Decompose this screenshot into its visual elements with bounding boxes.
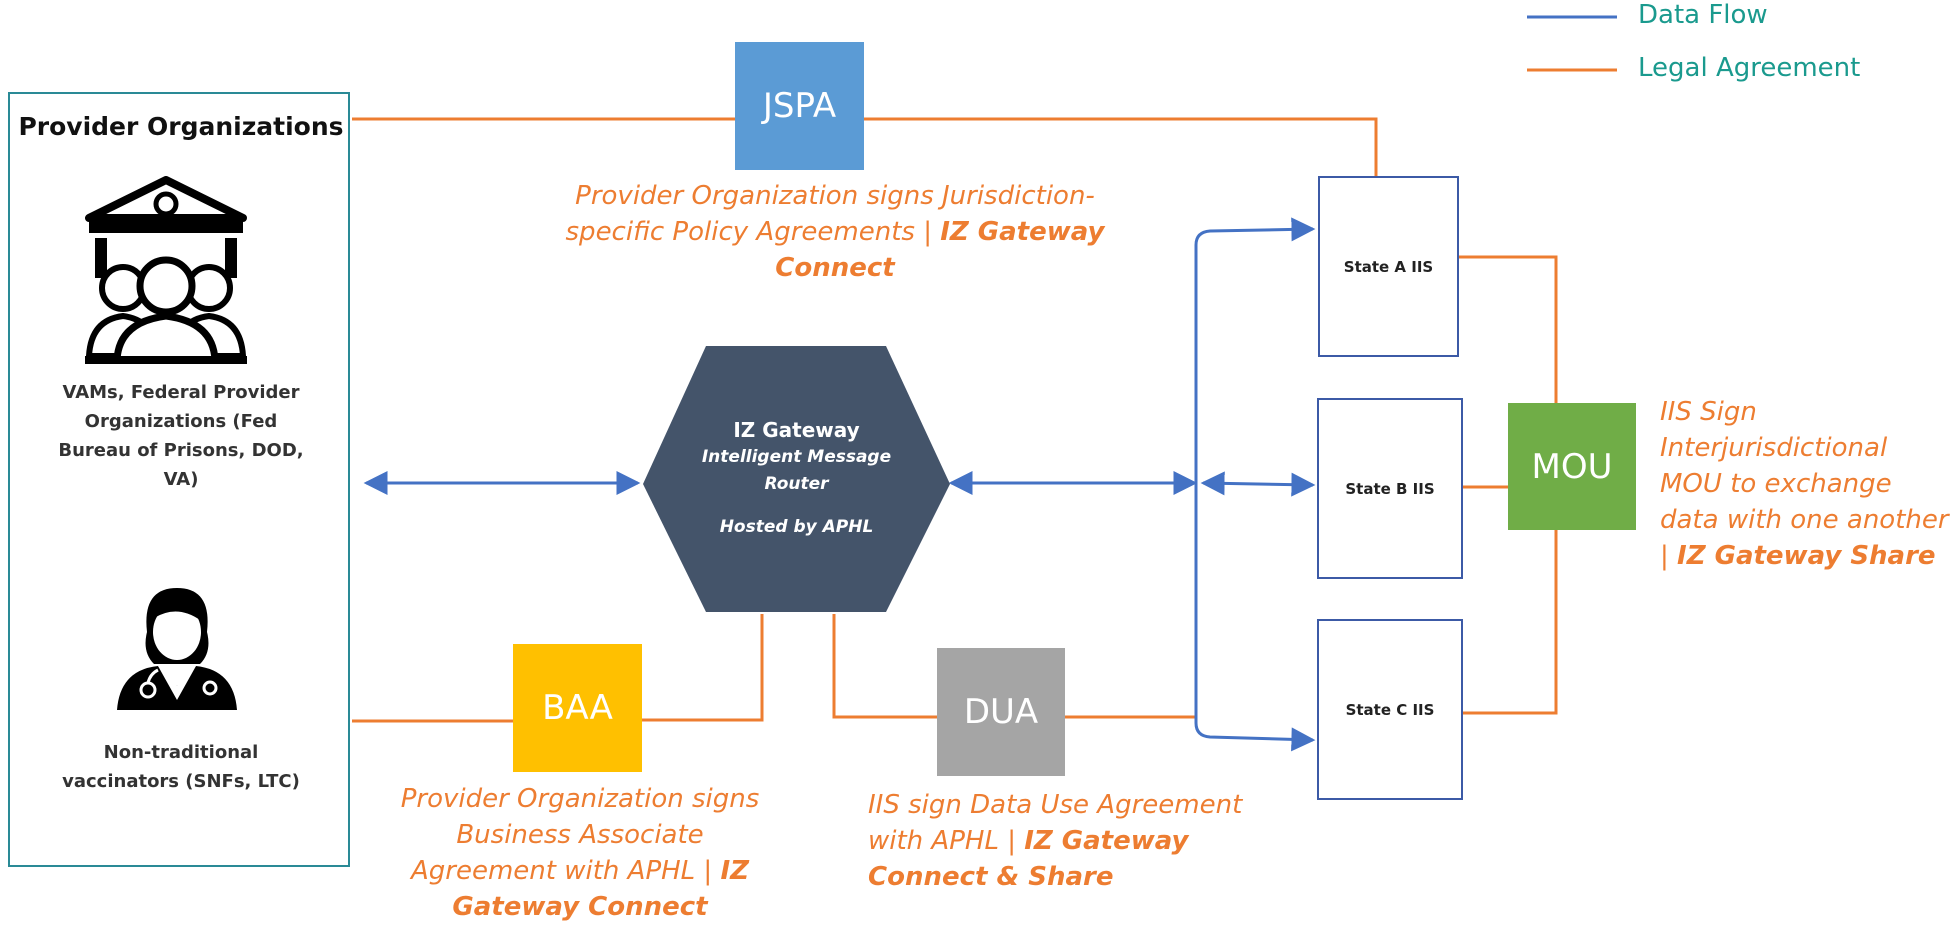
jspa-caption: Provider Organization signs Jurisdiction… xyxy=(540,178,1130,286)
nontraditional-caption: Non-traditional vaccinators (SNFs, LTC) xyxy=(62,742,300,792)
mou-caption-bold: IZ Gateway Share xyxy=(1677,541,1936,571)
iz-gateway-subtitle: Intelligent Message Router xyxy=(701,447,892,494)
state-b-iis-box: State B IIS xyxy=(1317,398,1463,579)
mou-box: MOU xyxy=(1508,403,1636,530)
provider-organizations-panel: Provider Organizations VAMs, Federal Pro… xyxy=(8,92,350,867)
iz-gateway-hexagon xyxy=(643,346,950,612)
jspa-box: JSPA xyxy=(735,42,864,170)
baa-caption-text: Provider Organization signs Business Ass… xyxy=(400,784,760,886)
jspa-caption-text: Provider Organization signs Jurisdiction… xyxy=(565,181,1095,247)
legend-legal-agreement-label: Legal Agreement xyxy=(1638,53,1861,83)
dua-caption-text: IIS sign Data Use Agreement with APHL | xyxy=(868,790,1243,856)
baa-caption: Provider Organization signs Business Ass… xyxy=(380,781,780,925)
iz-gateway-title: IZ Gateway xyxy=(733,418,860,442)
federal-provider-caption: VAMs, Federal Provider Organizations (Fe… xyxy=(58,382,304,490)
state-c-iis-box: State C IIS xyxy=(1317,619,1463,800)
iz-gateway-hosted: Hosted by APHL xyxy=(719,517,874,537)
mou-caption: IIS Sign Interjurisdictional MOU to exch… xyxy=(1660,394,1950,574)
mou-caption-text: IIS Sign Interjurisdictional MOU to exch… xyxy=(1660,397,1949,571)
federal-building-people-icon xyxy=(85,176,247,364)
data-flow-lines xyxy=(363,217,1316,752)
provider-organizations-title: Provider Organizations xyxy=(18,112,344,141)
state-a-iis-box: State A IIS xyxy=(1318,176,1459,357)
dua-caption: IIS sign Data Use Agreement with APHL | … xyxy=(868,787,1288,895)
baa-box: BAA xyxy=(513,644,642,772)
doctor-icon xyxy=(117,588,237,710)
jspa-caption-bold: IZ Gateway Connect xyxy=(775,217,1105,283)
dua-box: DUA xyxy=(937,648,1065,776)
connector-lines xyxy=(352,15,1617,752)
iz-gateway-label: IZ Gateway Intelligent Message Router Ho… xyxy=(690,416,903,541)
legal-agreement-lines xyxy=(352,117,1558,723)
legend-data-flow-label: Data Flow xyxy=(1638,0,1768,30)
